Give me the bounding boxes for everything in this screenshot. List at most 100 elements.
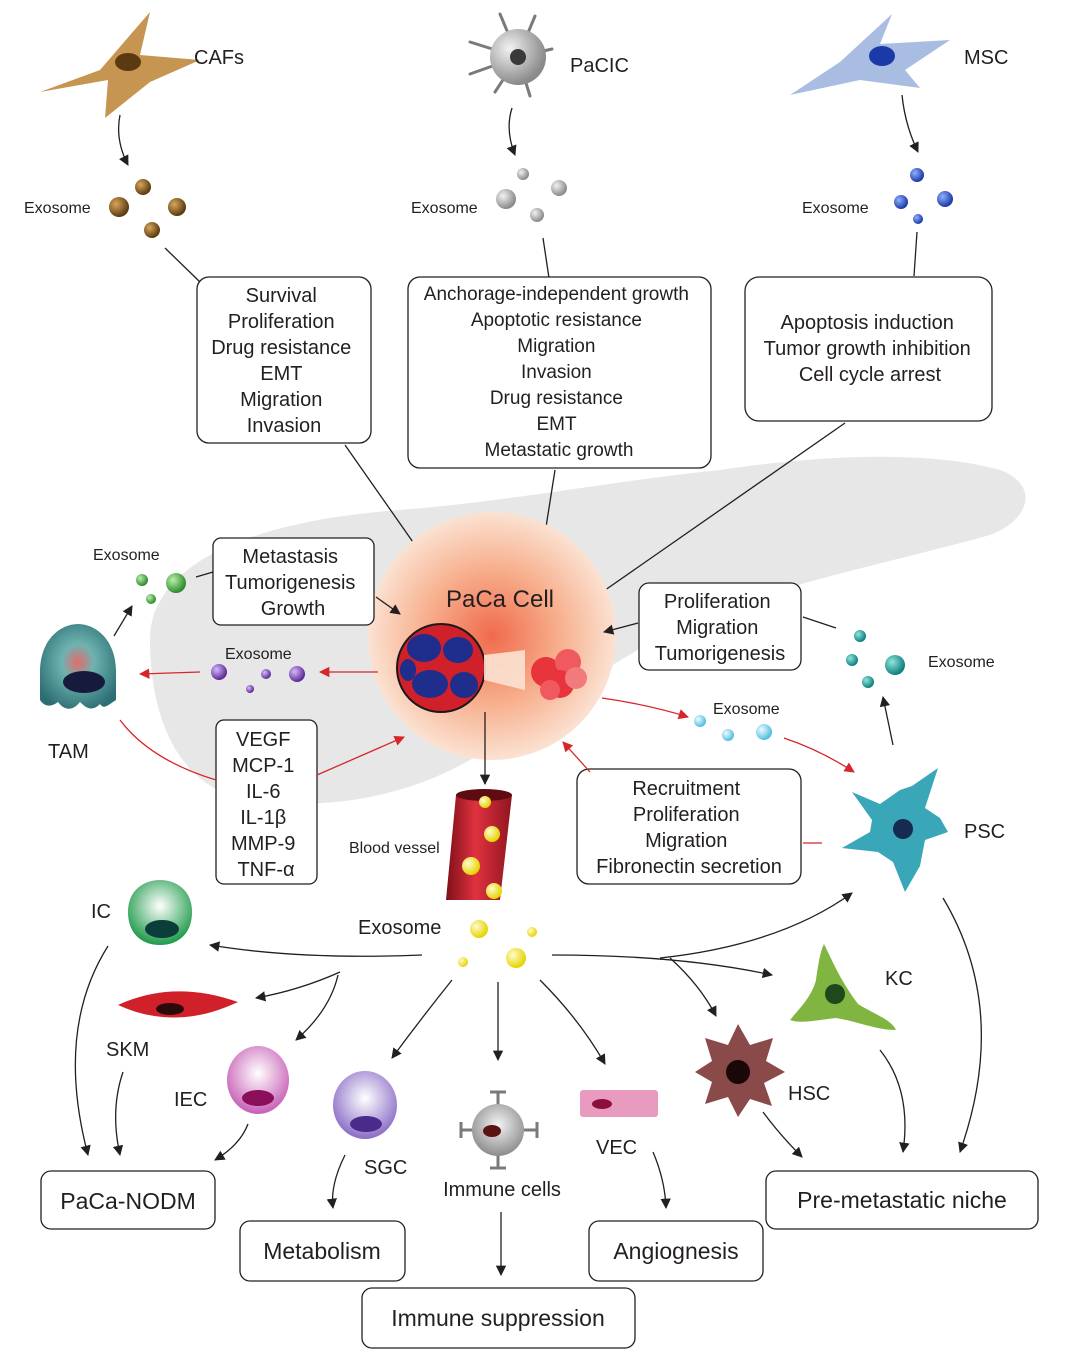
kc-label: KC [885, 968, 913, 990]
arrow-exosome-tam-red [138, 668, 201, 679]
arrow-exosome-sgc [391, 979, 453, 1059]
msc-effect: Apoptosis induction [780, 312, 953, 334]
pacic-effects-box: Anchorage-independent growth Apoptotic r… [407, 276, 712, 469]
paca-psc-effect: Proliferation [633, 804, 740, 826]
hsc-cell-icon [695, 1024, 785, 1117]
tam-effect: Tumorigenesis [225, 572, 355, 594]
msc-effect: Tumor growth inhibition [764, 338, 971, 360]
paca-psc-effect: Migration [645, 830, 727, 852]
metabolism-label: Metabolism [263, 1238, 381, 1264]
caf-effect: Migration [240, 389, 322, 411]
arrow-psc-teal-exosome [879, 695, 894, 746]
psc-exosome-label: Exosome [928, 654, 995, 671]
connector-pacic-box [542, 237, 550, 279]
blood-exosome-label: Exosome [358, 917, 441, 939]
paca-psc-effects-box: Recruitment Proliferation Migration Fibr… [576, 768, 802, 885]
psc-effect: Tumorigenesis [655, 643, 785, 665]
arrow-psc-box-paca [602, 622, 639, 635]
inhibit-msc-paca [597, 422, 846, 596]
arrow-caf-exosome [117, 114, 129, 166]
arrow-exosome-vec [539, 979, 606, 1065]
cytokine: IL-1β [240, 807, 286, 829]
angiogenesis-box: Angiognesis [588, 1220, 764, 1282]
pacic-effect: Migration [517, 336, 595, 357]
blood-vessel-label: Blood vessel [349, 840, 440, 857]
arrow-exosome-psc [659, 892, 853, 959]
iec-cell-icon [227, 1046, 289, 1114]
psc-exosome-icon [846, 630, 905, 688]
svg-text:Recruitment Proliferatio: Recruitment Proliferation Migration Fibr… [596, 778, 782, 878]
arrow-skm-nodm [112, 1071, 124, 1157]
immune-cell-icon [459, 1090, 539, 1170]
ic-label: IC [91, 901, 111, 923]
cytokine: MMP-9 [231, 833, 295, 855]
paca-cluster-icon [531, 649, 587, 700]
caf-effect: Drug resistance [211, 337, 351, 359]
vec-label: VEC [596, 1137, 637, 1159]
pacic-exosome-icon [496, 168, 567, 222]
paca-tissue-icon [396, 623, 525, 713]
caf-exosome-label: Exosome [24, 200, 91, 217]
kc-cell-icon [790, 944, 896, 1030]
arrow-exosome-skm [254, 971, 341, 1002]
cytokine: VEGF [236, 729, 290, 751]
paca-tam-exosome-label: Exosome [225, 646, 292, 663]
cytokine: MCP-1 [232, 755, 294, 777]
vec-cell-icon [580, 1090, 658, 1117]
caf-effect: Survival [246, 285, 317, 307]
arrow-pacic-exosome [506, 107, 517, 156]
psc-effects-box: Proliferation Migration Tumorigenesis [638, 582, 802, 671]
tam-cell-icon [40, 624, 116, 709]
cytokines-box: VEGF MCP-1 IL-6 IL-1β MMP-9 TNF-α [215, 719, 318, 885]
tam-effects-box: Metastasis Tumorigenesis Growth [212, 537, 375, 626]
arrow-msc-exosome [901, 94, 919, 153]
msc-label: MSC [964, 47, 1008, 69]
pacic-effect: Metastatic growth [485, 440, 634, 461]
immune-suppression-label: Immune suppression [391, 1305, 605, 1331]
arrow-hsc-premetastatic [762, 1111, 803, 1158]
sgc-label: SGC [364, 1157, 407, 1179]
caf-effects-box: Survival Proliferation Drug resistance E… [196, 276, 372, 444]
paca-psc-exosome-icon [694, 715, 772, 741]
arrow-paca-cyan-exosome-red [601, 697, 689, 720]
psc-effect: Migration [676, 617, 758, 639]
arrow-psc-premetastatic [942, 897, 982, 1153]
svg-text:Survival Proliferation: Survival Proliferation Drug resistance E… [211, 285, 357, 437]
caf-effect: EMT [260, 363, 302, 385]
connector-caf-box [164, 247, 201, 283]
arrow-kc-premetastatic [879, 1049, 910, 1154]
pacic-label: PaCIC [570, 55, 629, 77]
tam-exosome-icon [136, 573, 186, 604]
pacic-effect: Drug resistance [490, 388, 623, 409]
svg-text:Metastasis Tumorigenesis: Metastasis Tumorigenesis Growth [225, 546, 361, 620]
connector-teal-exosome-box [802, 616, 837, 629]
skm-cell-icon [118, 991, 238, 1018]
caf-exosome-icon [109, 179, 186, 238]
hsc-label: HSC [788, 1083, 830, 1105]
cytokine: TNF-α [237, 859, 294, 881]
caf-effect: Invasion [247, 415, 322, 437]
connector-exosome-metastasis-box [195, 571, 214, 578]
psc-label: PSC [964, 821, 1005, 843]
connector-msc-box [913, 231, 918, 277]
arrow-iec-nodm [214, 1123, 249, 1161]
arrow-exosome-kc [551, 954, 774, 979]
immune-cells-label: Immune cells [443, 1179, 561, 1201]
arrow-sgc-metabolism [326, 1154, 346, 1210]
paca-psc-exosome-label: Exosome [713, 701, 780, 718]
arrow-tam-cytokines-red [119, 719, 217, 781]
pacic-exosome-label: Exosome [411, 200, 478, 217]
arrow-exosome-ic [208, 941, 423, 957]
skm-label: SKM [106, 1039, 149, 1061]
paca-cell-label: PaCa Cell [446, 586, 554, 613]
sgc-cell-icon [333, 1071, 397, 1139]
msc-effect: Cell cycle arrest [799, 364, 942, 386]
caf-effect: Proliferation [228, 311, 335, 333]
blood-vessel-icon [446, 789, 512, 900]
arrow-tam-exosome [113, 605, 133, 637]
arrow-cytokines-paca-red [316, 735, 405, 776]
arrow-tam-paca [375, 596, 401, 615]
svg-text:VEGF MCP-1 IL-6: VEGF MCP-1 IL-6 IL-1β MMP-9 TNF-α [231, 729, 301, 881]
paca-nodm-box: PaCa-NODM [40, 1170, 216, 1230]
